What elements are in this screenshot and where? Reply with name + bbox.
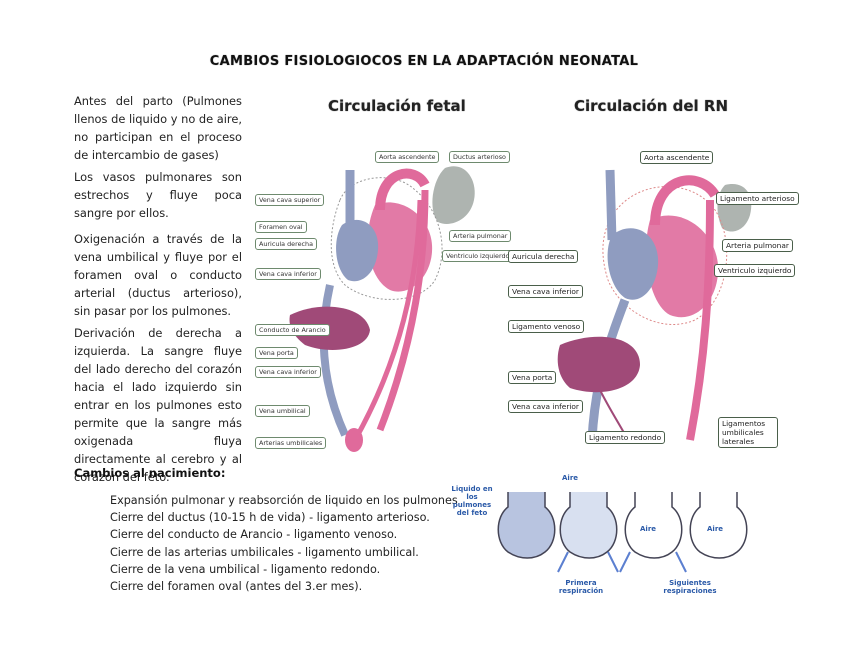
paragraph-before-birth: Antes del parto (Pulmones llenos de liqu…	[74, 94, 242, 162]
label-vena-porta: Vena porta	[255, 347, 298, 359]
label-vena-cava-superior: Vena cava superior	[255, 194, 325, 206]
rn-circulation-diagram	[557, 169, 752, 441]
arrow-icon	[607, 551, 619, 573]
label-arterias-umbilicales: Arterias umbilicales	[255, 437, 327, 449]
paragraph-pulmonary-vessels: Los vasos pulmonares son estrechos y flu…	[74, 170, 242, 220]
label-vena-cava-inferior-rn-2: Vena cava inferior	[508, 400, 583, 413]
alveolus-next-breath-2	[689, 492, 748, 559]
label-vena-cava-inferior: Vena cava inferior	[255, 268, 321, 280]
fetal-circulation-title: Circulación fetal	[328, 97, 466, 115]
label-vena-cava-inferior-rn: Vena cava inferior	[508, 285, 583, 298]
label-air-3: Aire	[707, 525, 724, 533]
inferior-vena-cava-vessel	[319, 284, 349, 437]
page-title: CAMBIOS FISIOLOGIOCOS EN LA ADAPTACIÓN N…	[209, 54, 639, 69]
paragraph-shunt: Derivación de derecha a izquierda. La sa…	[74, 326, 242, 484]
label-next-breaths: Siguientes respiraciones	[663, 579, 717, 595]
liver-shape	[557, 336, 640, 393]
alveolus-next-breath-1	[619, 492, 687, 573]
lung-expansion-diagram	[497, 492, 748, 573]
list-item: Cierre del ductus (10-15 h de vida) - li…	[110, 511, 430, 525]
label-auricula-derecha-rn: Auricula derecha	[508, 250, 579, 263]
paragraph-oxygenation: Oxigenación a través de la vena umbilica…	[74, 232, 242, 318]
label-ligamentos-umbilicales: Ligamentos umbilicales laterales	[718, 417, 778, 448]
heart-right	[607, 228, 659, 300]
arrow-icon	[619, 551, 631, 573]
label-aorta-ascendente: Aorta ascendente	[375, 151, 440, 163]
descending-aorta-vessel	[376, 189, 429, 432]
list-item: Cierre de las arterias umbilicales - lig…	[110, 545, 419, 559]
changes-heading: Cambios al nacimiento:	[74, 466, 226, 480]
label-foramen-oval: Foramen oval	[255, 221, 307, 233]
label-air-1: Aire	[562, 474, 579, 482]
umbilical-artery-vessel	[352, 199, 423, 442]
label-fluid-lungs: Liquido en los pulmones del feto	[451, 485, 493, 517]
label-vena-porta-rn: Vena porta	[508, 371, 557, 384]
label-ventriculo-izquierdo: Ventriculo izquierdo	[442, 250, 514, 262]
rn-circulation-title: Circulación del RN	[574, 97, 728, 115]
list-item: Expansión pulmonar y reabsorción de liqu…	[110, 494, 458, 507]
aorta-vessel	[650, 175, 720, 226]
aorta-vessel	[375, 168, 430, 211]
alveolus-fetal	[497, 492, 556, 559]
alveolus-first-breath	[557, 492, 619, 573]
heart-outline	[602, 186, 728, 325]
superior-vena-cava-vessel	[605, 169, 617, 241]
label-ligamento-arterioso: Ligamento arterioso	[716, 192, 799, 205]
changes-list: Expansión pulmonar y reabsorción de liqu…	[110, 492, 458, 595]
heart-left	[646, 215, 719, 318]
label-first-breath: Primera respiración	[558, 579, 604, 595]
label-aorta-ascendente-rn: Aorta ascendente	[640, 151, 714, 164]
label-ductus-arterioso: Ductus arterioso	[449, 151, 510, 163]
label-ventriculo-izquierdo-rn: Ventriculo izquierdo	[714, 264, 796, 277]
label-vena-umbilical: Vena umbilical	[255, 405, 310, 417]
label-vena-cava-inferior-2: Vena cava inferior	[255, 366, 321, 378]
fetal-circulation-diagram	[289, 166, 475, 452]
label-arteria-pulmonar-rn: Arteria pulmonar	[722, 239, 793, 252]
lung-shape	[432, 166, 475, 224]
liver-shape	[289, 306, 370, 350]
arrow-icon	[675, 551, 687, 573]
label-ligamento-redondo: Ligamento redondo	[585, 431, 666, 444]
list-item: Cierre del conducto de Arancio - ligamen…	[110, 528, 398, 542]
list-item: Cierre del foramen oval (antes del 3.er …	[110, 580, 363, 594]
list-item: Cierre de la vena umbilical - ligamento …	[110, 562, 381, 576]
label-conducto-de-arancio: Conducto de Arancio	[255, 324, 330, 336]
umbilicus-shape	[345, 428, 363, 452]
label-arteria-pulmonar: Arteria pulmonar	[449, 230, 512, 242]
descending-aorta-vessel	[686, 199, 714, 441]
heart-right	[336, 219, 379, 282]
label-auricula-derecha: Auricula derecha	[255, 238, 317, 250]
arrow-icon	[557, 551, 569, 573]
heart-outline	[330, 177, 443, 300]
label-air-2: Aire	[640, 525, 657, 533]
label-ligamento-venoso: Ligamento venoso	[508, 320, 585, 333]
